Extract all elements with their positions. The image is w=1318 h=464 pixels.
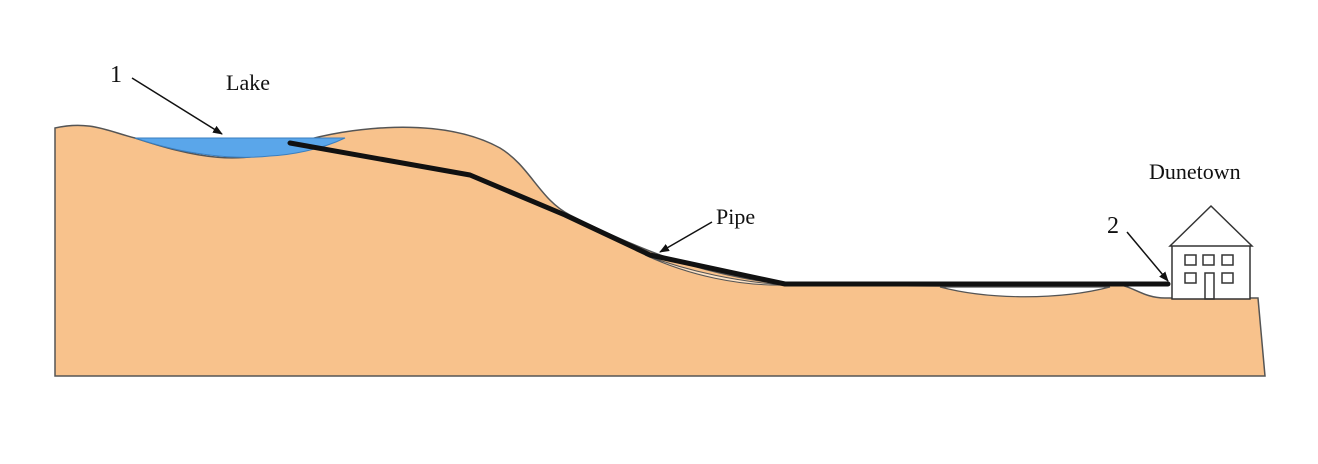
lake-label: Lake <box>226 70 270 95</box>
town-label: Dunetown <box>1149 159 1241 184</box>
pipe-arrow <box>659 221 713 253</box>
valley-gap <box>939 286 1111 298</box>
marker-1-arrow <box>131 77 223 135</box>
pipe-label: Pipe <box>716 204 755 229</box>
house-icon <box>1168 204 1254 300</box>
terrain-ground <box>54 124 1266 377</box>
marker-1-label: 1 <box>110 62 122 88</box>
marker-2-arrow <box>1126 231 1169 282</box>
pipe-line <box>287 140 1171 287</box>
marker-2-label: 2 <box>1107 213 1119 239</box>
